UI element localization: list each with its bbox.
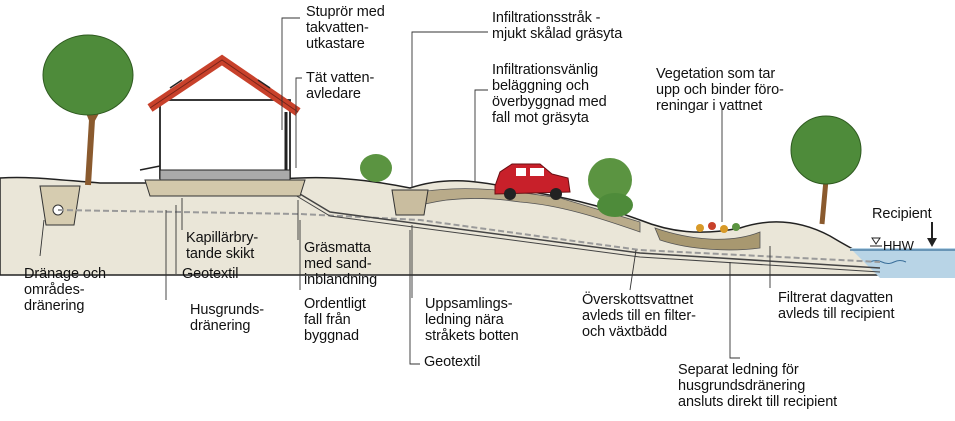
label-dranage: Dränage och områdes- dränering xyxy=(24,266,106,314)
label-grasmatta: Gräsmatta med sand- inblandning xyxy=(304,240,378,288)
filter-bed xyxy=(654,227,761,251)
bush-icon xyxy=(360,154,392,182)
bush-icon xyxy=(588,158,632,202)
label-ordentligt: Ordentligt fall från byggnad xyxy=(304,296,366,344)
label-geotextil-bottom: Geotextil xyxy=(424,354,481,370)
label-uppsamlings: Uppsamlings- ledning nära stråkets botte… xyxy=(425,296,519,344)
label-overskott: Överskottsvattnet avleds till en filter-… xyxy=(582,292,696,340)
leader-lines xyxy=(39,17,771,365)
label-infiltrationsvanlig: Infiltrationsvänlig beläggning och överb… xyxy=(492,62,607,126)
bush-icon xyxy=(597,193,633,217)
label-vegetation: Vegetation som tar upp och binder föro- … xyxy=(656,66,784,114)
label-separat: Separat ledning för husgrundsdränering a… xyxy=(678,362,838,410)
label-geotextil-left: Geotextil xyxy=(182,266,239,282)
water-level-icon xyxy=(870,237,882,247)
label-hhw: HHW xyxy=(883,238,914,253)
drainage-pipe xyxy=(57,209,881,263)
car-icon xyxy=(494,163,571,200)
label-infiltrationsstrak: Infiltrationsstråk - mjukt skålad gräsyt… xyxy=(492,10,623,42)
recipient-water xyxy=(850,248,955,278)
infiltration-trench xyxy=(391,189,429,216)
tree-icon xyxy=(42,34,134,186)
label-recipient: Recipient xyxy=(872,206,932,222)
label-kapillar: Kapillärbry- tande skikt xyxy=(186,230,259,262)
separate-pipe xyxy=(289,187,881,269)
tree-icon xyxy=(790,115,862,225)
house-icon xyxy=(139,54,306,197)
arrow-down-icon xyxy=(927,222,937,247)
label-husgrunds: Husgrunds- dränering xyxy=(190,302,264,334)
label-filtrerat: Filtrerat dagvatten avleds till recipien… xyxy=(778,290,895,322)
label-tat-vatten: Tät vatten- avledare xyxy=(306,70,375,102)
label-stupror: Stuprör med takvatten- utkastare xyxy=(306,4,385,52)
vegetation-plants xyxy=(696,222,740,233)
